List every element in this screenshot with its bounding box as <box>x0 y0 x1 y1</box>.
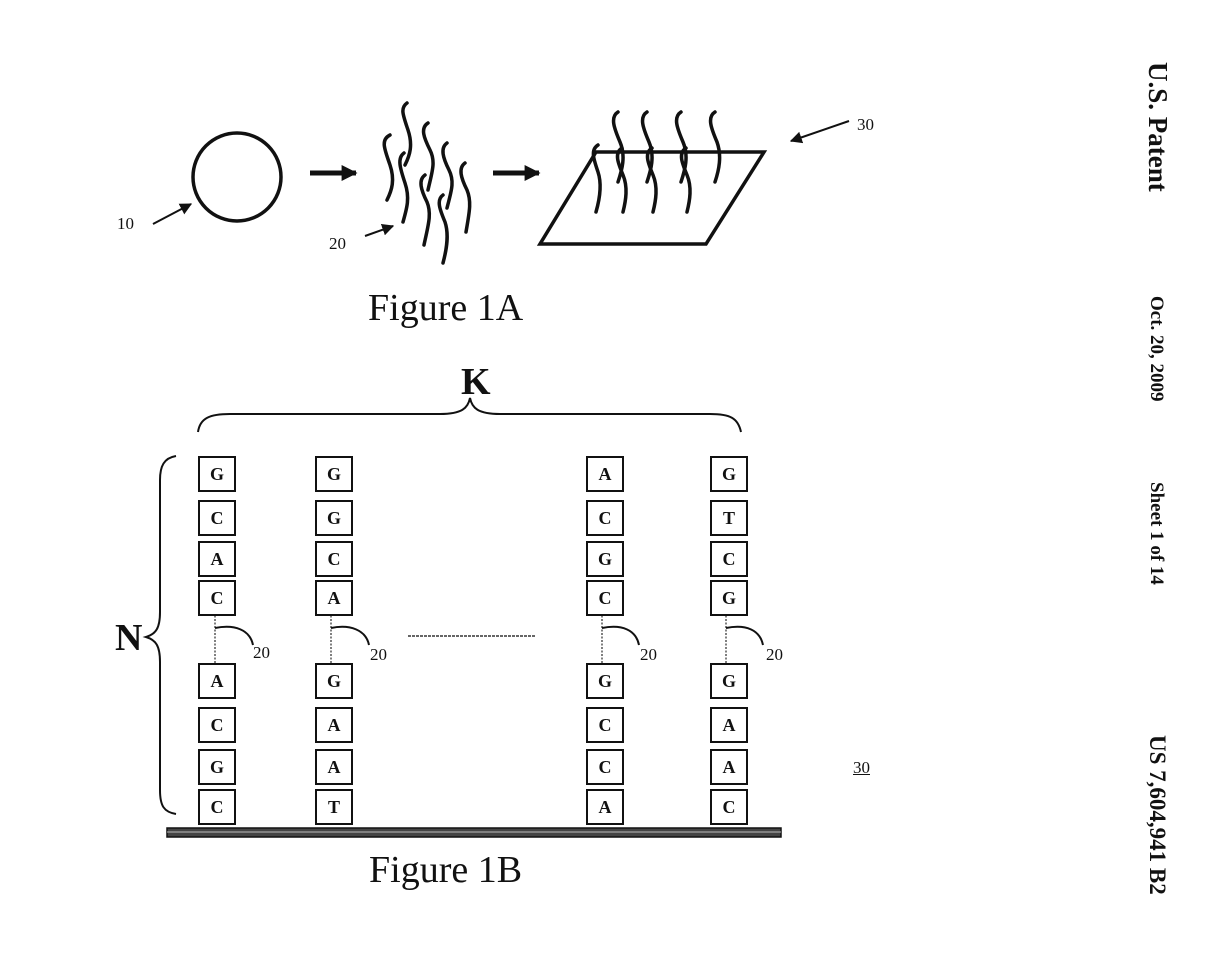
base-cell: A <box>586 456 624 492</box>
pointer-20-arrow <box>364 223 395 237</box>
base-cell: G <box>315 456 353 492</box>
base-cell: C <box>586 500 624 536</box>
linker-label: 20 <box>640 645 657 664</box>
label-30: 30 <box>857 115 874 134</box>
base-cell: G <box>586 541 624 577</box>
base-cell: C <box>710 541 748 577</box>
base-cell: G <box>315 500 353 536</box>
base-cell: G <box>198 456 236 492</box>
linker-label: 20 <box>253 643 270 662</box>
base-cell: C <box>198 789 236 825</box>
base-cell: C <box>710 789 748 825</box>
n-label: N <box>115 617 143 659</box>
base-cell: A <box>710 749 748 785</box>
pointer-30-arrow <box>789 120 850 144</box>
base-cell: A <box>315 580 353 616</box>
label-20: 20 <box>329 234 346 253</box>
linkers <box>214 612 727 664</box>
pointer-10-arrow <box>152 203 193 225</box>
base-cell: A <box>198 663 236 699</box>
figure-1a-caption: Figure 1A <box>368 287 524 329</box>
k-brace <box>197 397 742 433</box>
base-cell: A <box>315 707 353 743</box>
base-cell: A <box>710 707 748 743</box>
base-cell: C <box>586 580 624 616</box>
k-label: K <box>461 361 491 403</box>
linker-label: 20 <box>370 645 387 664</box>
base-cell: G <box>710 663 748 699</box>
base-cell: T <box>710 500 748 536</box>
cell-circle <box>191 131 283 223</box>
base-cell: C <box>586 749 624 785</box>
linker-label-hooks <box>214 625 764 646</box>
base-cell: G <box>710 456 748 492</box>
base-cell: A <box>198 541 236 577</box>
figure-1b-caption: Figure 1B <box>369 849 523 891</box>
dna-fragments <box>382 101 472 265</box>
base-cell: C <box>198 500 236 536</box>
base-cell: G <box>586 663 624 699</box>
substrate-label-30: 30 <box>853 758 870 777</box>
base-cell: C <box>315 541 353 577</box>
base-cell: G <box>315 663 353 699</box>
label-10: 10 <box>117 214 134 233</box>
base-cell: C <box>198 707 236 743</box>
n-brace <box>142 455 177 815</box>
base-cell: G <box>198 749 236 785</box>
linker-label: 20 <box>766 645 783 664</box>
array-probes <box>591 110 722 214</box>
base-cell: G <box>710 580 748 616</box>
base-cell: A <box>315 749 353 785</box>
base-cell: A <box>586 789 624 825</box>
base-cell: C <box>586 707 624 743</box>
base-cell: C <box>198 580 236 616</box>
base-cell: T <box>315 789 353 825</box>
array-plate <box>536 150 768 246</box>
